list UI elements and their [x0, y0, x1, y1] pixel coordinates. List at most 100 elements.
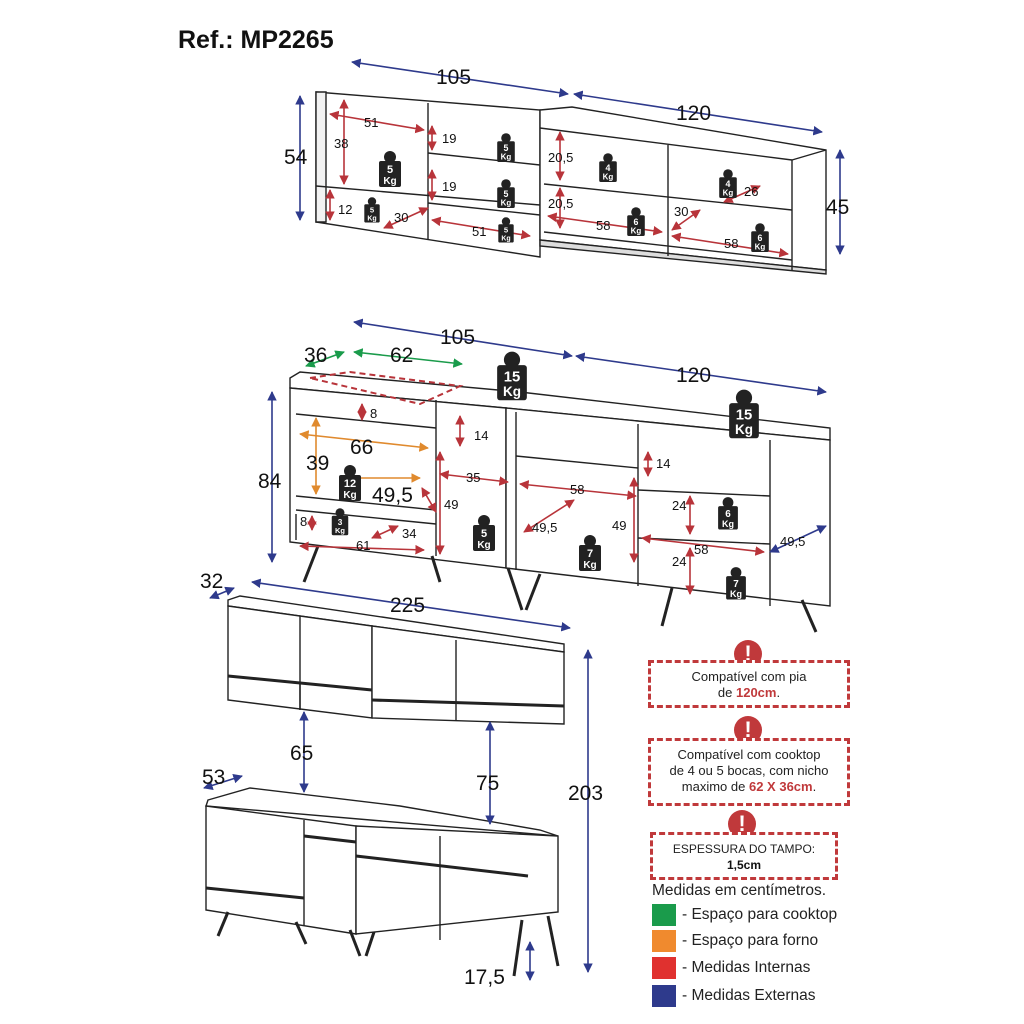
dim-upper-30a: 30: [394, 210, 408, 225]
top-thickness-note: ESPESSURA DO TAMPO: 1,5cm: [650, 832, 838, 880]
legend-swatch: [652, 930, 676, 952]
dim-set-32: 32: [200, 570, 223, 593]
dim-upper-12: 12: [338, 202, 352, 217]
dim-lower-35: 35: [466, 470, 480, 485]
dimension-labels: 105 120 54 45 51 38 19 19 12 30 51 20,5 …: [200, 66, 849, 989]
weight-value: 7: [587, 548, 593, 560]
weight-unit: Kg: [383, 176, 396, 187]
dim-lower-49-5b: 49,5: [532, 520, 557, 535]
weight-badge-u8: 6Kg: [627, 207, 645, 236]
cooktop-note: Compatível com cooktop de 4 ou 5 bocas, …: [648, 738, 850, 806]
weight-unit: Kg: [603, 173, 614, 182]
dim-upper-30b: 30: [674, 204, 688, 219]
weight-badge-u1: 5Kg: [379, 151, 401, 187]
dim-upper-51a: 51: [364, 115, 378, 130]
legend-label: - Medidas Externas: [682, 987, 816, 1004]
assembled-set-drawing: [205, 595, 565, 977]
dim-upper-20-5b: 20,5: [548, 196, 573, 211]
dim-lower-120: 120: [676, 364, 711, 387]
dim-upper-26: 26: [744, 184, 758, 199]
weight-unit: Kg: [343, 490, 356, 501]
dim-lower-58b: 58: [694, 542, 708, 557]
legend-item-external: - Medidas Externas: [652, 985, 816, 1007]
weight-badge-l6: 7Kg: [579, 535, 601, 571]
dim-lower-49a: 49: [444, 497, 458, 512]
dim-lower-24a: 24: [672, 498, 686, 513]
legend-label: - Espaço para cooktop: [682, 906, 838, 923]
weight-value: 5: [370, 206, 375, 215]
dim-set-53: 53: [202, 766, 225, 789]
top-thickness-value: 1,5cm: [726, 858, 762, 872]
dim-lower-8b: 8: [300, 514, 307, 529]
dim-upper-20-5a: 20,5: [548, 150, 573, 165]
dim-lower-49-5a: 49,5: [372, 484, 413, 507]
legend-item-internal: - Medidas Internas: [652, 957, 810, 979]
dim-upper-58a: 58: [596, 218, 610, 233]
sink-size: 120cm: [735, 685, 777, 700]
weight-value: 5: [504, 226, 509, 235]
weight-value: 6: [725, 509, 731, 520]
sink-note: Compatível com pia de 120cm.: [648, 660, 850, 708]
weight-unit: Kg: [501, 199, 512, 208]
weight-badge-l4: 3Kg: [331, 508, 349, 536]
weight-unit: Kg: [730, 589, 742, 599]
dim-lower-36: 36: [304, 344, 327, 367]
weight-value: 3: [338, 518, 343, 527]
dim-upper-120: 120: [676, 102, 711, 125]
weight-value: 4: [606, 163, 611, 173]
dim-upper-105: 105: [436, 66, 471, 89]
dim-lower-49-5c: 49,5: [780, 534, 805, 549]
weight-badge-u7: 4Kg: [719, 169, 737, 198]
dim-upper-19a: 19: [442, 131, 456, 146]
weight-value: 6: [758, 233, 763, 243]
dim-lower-66: 66: [350, 436, 373, 459]
cooktop-note-line3: maximo de 62 X 36cm.: [681, 779, 817, 794]
dim-lower-105: 105: [440, 326, 475, 349]
weight-unit: Kg: [755, 243, 766, 252]
legend-item-oven: - Espaço para forno: [652, 930, 818, 952]
dim-lower-61: 61: [356, 538, 370, 553]
top-thickness-line1: ESPESSURA DO TAMPO:: [672, 842, 816, 856]
weight-badge-u3: 5Kg: [497, 179, 515, 208]
weight-value: 4: [726, 179, 731, 189]
weight-unit: Kg: [501, 235, 510, 242]
dim-upper-38: 38: [334, 136, 348, 151]
dim-lower-84: 84: [258, 470, 282, 493]
legend-swatch: [652, 985, 676, 1007]
weight-value: 6: [634, 217, 639, 227]
weight-value: 12: [344, 478, 356, 490]
dimension-lines: [203, 58, 845, 981]
dim-set-65: 65: [290, 742, 313, 765]
cooktop-niche-size: 62 X 36cm: [748, 779, 813, 794]
dim-lower-62: 62: [390, 344, 413, 367]
weight-value: 5: [387, 164, 393, 176]
dim-lower-14a: 14: [474, 428, 488, 443]
weight-unit: Kg: [583, 560, 596, 571]
dim-lower-39: 39: [306, 452, 329, 475]
dim-set-17-5: 17,5: [464, 966, 505, 989]
dim-lower-49b: 49: [612, 518, 626, 533]
weight-value: 5: [481, 528, 487, 540]
weight-badge-l8: 7Kg: [726, 567, 746, 600]
dim-upper-58b: 58: [724, 236, 738, 251]
weight-value: 5: [504, 143, 509, 153]
dim-set-225: 225: [390, 594, 425, 617]
dim-lower-8a: 8: [370, 406, 377, 421]
dim-set-203: 203: [568, 782, 603, 805]
weight-unit: Kg: [501, 153, 512, 162]
dim-lower-14b: 14: [656, 456, 670, 471]
weight-unit: Kg: [335, 526, 345, 535]
dim-upper-45: 45: [826, 196, 849, 219]
weight-value: 7: [733, 579, 739, 590]
weight-badge-u4: 5Kg: [364, 197, 380, 223]
dim-lower-58a: 58: [570, 482, 584, 497]
weight-unit: Kg: [722, 519, 734, 529]
cooktop-note-line1: Compatível com cooktop: [677, 747, 821, 762]
legend-title: Medidas em centímetros.: [652, 882, 827, 899]
dim-upper-54: 54: [284, 146, 308, 169]
weight-value: 5: [504, 189, 509, 199]
